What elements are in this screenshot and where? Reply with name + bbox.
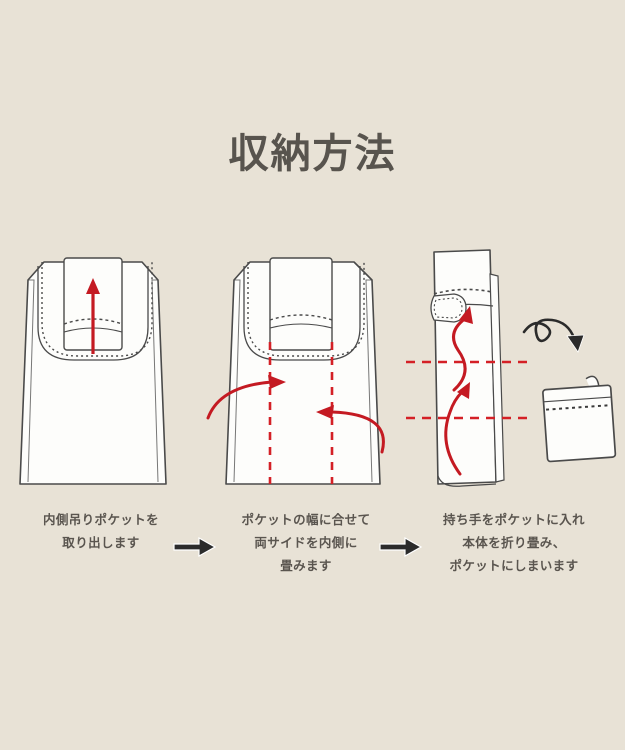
caption-line: ポケットにしまいます [449, 558, 579, 574]
bag-right-seam [151, 279, 159, 483]
pouch-body [542, 384, 617, 463]
folded-pouch [542, 375, 617, 463]
red-fold-arrow-right [316, 405, 385, 454]
red-fold-up-arrow-lower [444, 382, 470, 476]
caption-line: 本体を折り畳み、 [462, 535, 566, 551]
pocket-fold-edge [269, 323, 333, 329]
red-up-arrow-icon [86, 278, 100, 354]
tucked-handle-stitching [433, 297, 463, 319]
separator-arrow-1 [173, 535, 217, 559]
caption-line: 内側吊りポケットを [42, 512, 160, 527]
pouch-stitching-dashed [546, 404, 610, 411]
caption-line: 取り出します [62, 535, 140, 551]
page-title: 収納方法 [228, 131, 397, 177]
red-fold-up-arrow-upper [452, 306, 473, 392]
caption-line: 畳みます [280, 558, 332, 574]
handle-stitching-dashed [41, 262, 153, 357]
bag-right-seam [365, 279, 373, 483]
step-1-caption: 内側吊りポケットを 取り出します [8, 508, 194, 554]
red-fold-arrow-left [206, 375, 286, 420]
separator-arrow-2 [379, 535, 423, 559]
caption-line: ポケットの幅に合せて [241, 512, 371, 527]
bottom-fold-curl [437, 475, 497, 487]
arrow-right-icon [379, 536, 423, 558]
folded-strip-edge-layer [489, 273, 505, 483]
pouch-top-band [543, 396, 612, 403]
steps-container [0, 232, 625, 558]
step-1-illustration [8, 232, 178, 497]
pocket-stitching-dashed [63, 318, 123, 325]
arrow-right-icon [173, 536, 217, 558]
step-2-caption: ポケットの幅に合せて 両サイドを内側に 畳みます [208, 508, 404, 577]
bag-left-seam [27, 279, 35, 483]
bag-left-seam [233, 279, 241, 483]
handle-inner-edge [37, 266, 149, 361]
step-3-illustration [406, 232, 617, 497]
caption-line: 両サイドを内側に [254, 535, 358, 551]
caption-line: 持ち手をポケットに入れ [443, 512, 585, 527]
curled-arrow-down-icon [522, 318, 585, 353]
step-2-illustration [206, 232, 394, 497]
pocket-stitching-dashed [269, 314, 333, 321]
handle-inner-edge [243, 266, 361, 361]
inner-pocket [269, 257, 333, 351]
step-3-caption: 持ち手をポケットに入れ 本体を折り畳み、 ポケットにしまいます [414, 508, 614, 577]
